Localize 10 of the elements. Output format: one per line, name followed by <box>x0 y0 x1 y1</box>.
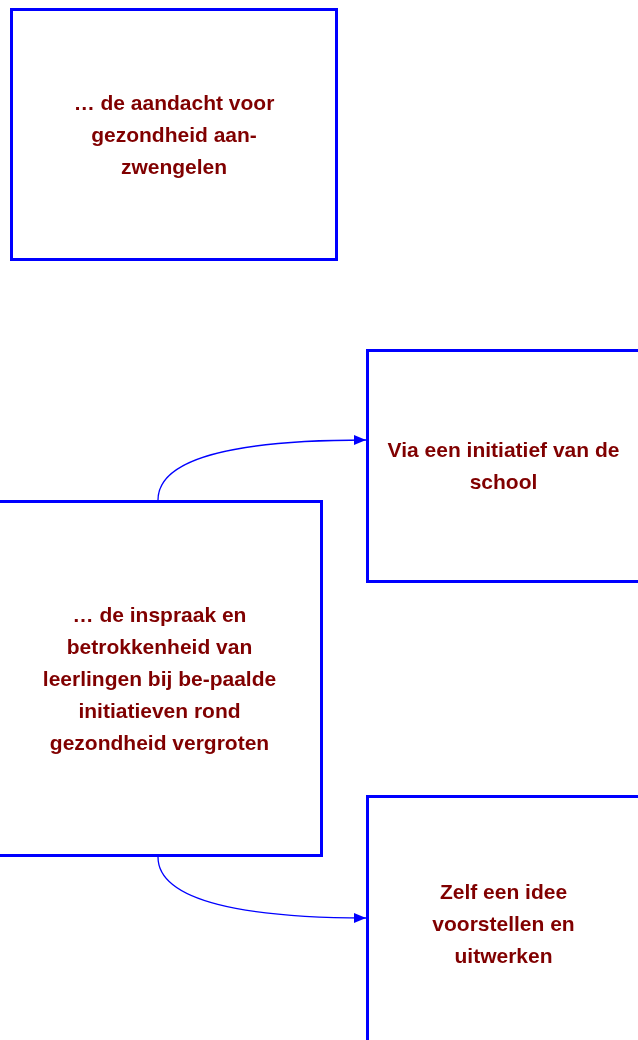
text-box <box>366 349 638 583</box>
box-text: … de inspraak en betrokkenheid van leerlingen bij be-paalde initiatieven rond gezondheid vergroten <box>41 601 278 756</box>
text-box <box>0 500 323 857</box>
arrow <box>157 856 367 923</box>
text-box <box>10 8 338 261</box>
box-text: Via een initiatief van de school <box>386 437 621 495</box>
text-box <box>366 795 638 1040</box>
box-text: … de aandacht voor gezondheid aan-zwengelen <box>72 89 276 180</box>
box-text: Zelf een idee voorstellen en uitwerken <box>431 879 576 969</box>
arrow <box>157 435 367 501</box>
